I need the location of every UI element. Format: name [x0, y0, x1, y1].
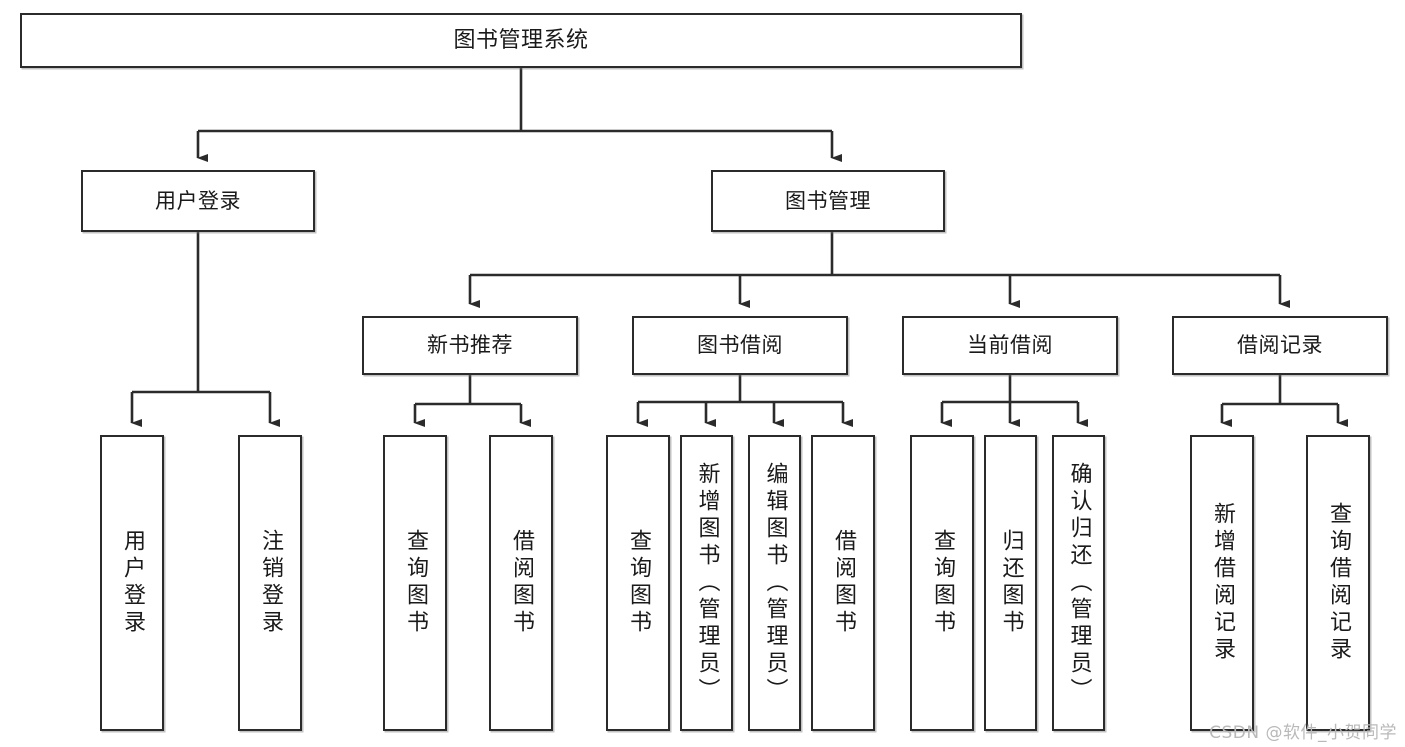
node-leaf-edit-book-label: 编辑图书（管理员）	[762, 461, 788, 705]
node-new-book-recommend[interactable]: 新书推荐	[362, 316, 578, 375]
node-leaf-confirm-return[interactable]: 确认归还（管理员）	[1052, 435, 1105, 731]
node-leaf-borrow-book-2-label: 借阅图书	[831, 529, 856, 637]
node-leaf-user-login[interactable]: 用户登录	[100, 435, 164, 731]
node-root-label: 图书管理系统	[453, 27, 589, 53]
node-leaf-borrow-book-1[interactable]: 借阅图书	[489, 435, 553, 731]
node-leaf-query-book-3[interactable]: 查询图书	[910, 435, 974, 731]
node-leaf-add-book[interactable]: 新增图书（管理员）	[680, 435, 733, 731]
node-leaf-query-book-1[interactable]: 查询图书	[383, 435, 447, 731]
node-leaf-borrow-book-1-label: 借阅图书	[509, 529, 534, 637]
node-leaf-query-book-1-label: 查询图书	[403, 529, 428, 637]
node-leaf-query-record-label: 查询借阅记录	[1326, 502, 1351, 664]
node-book-management[interactable]: 图书管理	[711, 170, 945, 232]
node-borrow-records[interactable]: 借阅记录	[1172, 316, 1388, 375]
node-user-login-label: 用户登录	[155, 188, 241, 213]
node-leaf-return-book-label: 归还图书	[998, 529, 1024, 637]
node-leaf-add-book-label: 新增图书（管理员）	[694, 461, 720, 705]
node-leaf-query-record[interactable]: 查询借阅记录	[1306, 435, 1370, 731]
node-leaf-user-login-label: 用户登录	[120, 529, 145, 637]
node-borrow-records-label: 借阅记录	[1237, 333, 1323, 358]
node-book-management-label: 图书管理	[785, 188, 871, 213]
node-leaf-logout[interactable]: 注销登录	[238, 435, 302, 731]
node-leaf-logout-label: 注销登录	[258, 529, 283, 637]
node-leaf-confirm-return-label: 确认归还（管理员）	[1066, 461, 1092, 705]
node-current-borrow-label: 当前借阅	[967, 333, 1053, 358]
node-leaf-borrow-book-2[interactable]: 借阅图书	[811, 435, 875, 731]
node-book-borrow[interactable]: 图书借阅	[632, 316, 848, 375]
node-leaf-return-book[interactable]: 归还图书	[984, 435, 1037, 731]
node-leaf-edit-book[interactable]: 编辑图书（管理员）	[748, 435, 801, 731]
watermark-text: CSDN @软件_小贺同学	[1209, 723, 1397, 743]
node-book-borrow-label: 图书借阅	[697, 333, 783, 358]
node-current-borrow[interactable]: 当前借阅	[902, 316, 1118, 375]
node-new-book-recommend-label: 新书推荐	[427, 333, 513, 358]
node-leaf-add-record[interactable]: 新增借阅记录	[1190, 435, 1254, 731]
node-user-login[interactable]: 用户登录	[81, 170, 315, 232]
node-leaf-query-book-2-label: 查询图书	[626, 529, 651, 637]
node-root[interactable]: 图书管理系统	[20, 13, 1022, 68]
node-leaf-query-book-2[interactable]: 查询图书	[606, 435, 670, 731]
node-leaf-query-book-3-label: 查询图书	[930, 529, 955, 637]
node-leaf-add-record-label: 新增借阅记录	[1210, 502, 1235, 664]
